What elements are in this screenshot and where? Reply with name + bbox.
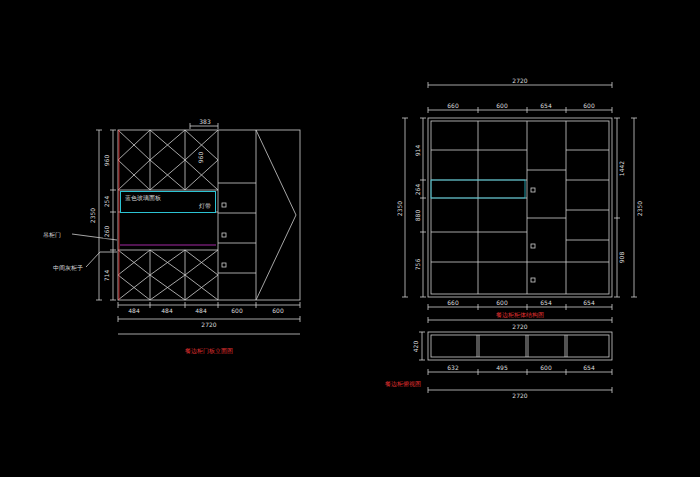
dimension-text: 654 [539, 102, 552, 109]
dimension-text: 484 [194, 307, 207, 314]
dimension-text: 2350 [397, 199, 404, 216]
dimension-text: 2350 [637, 199, 644, 216]
dimension-text: 2350 [90, 206, 97, 223]
dimension-text: 254 [103, 194, 110, 207]
dimension-text: 660 [446, 299, 459, 306]
drawing-caption: 餐边柜俯视图 [384, 380, 422, 387]
dimension-text: 600 [582, 102, 595, 109]
dimension-text: 880 [414, 208, 421, 221]
carcass-elevation [402, 82, 637, 323]
dimension-text: 654 [582, 364, 595, 371]
dimension-text: 654 [539, 299, 552, 306]
dimension-text: 756 [414, 257, 421, 270]
dimension-text: 908 [618, 250, 625, 263]
dimension-text: 260 [103, 224, 110, 237]
dimension-text: 660 [446, 102, 459, 109]
plan-view [419, 332, 612, 393]
door-elevation [72, 123, 300, 334]
panel-note: 蓝色玻璃面板 [125, 194, 211, 202]
dimension-text: 264 [414, 182, 421, 195]
dimension-text: 600 [230, 307, 243, 314]
dimension-text: 吊柜门 [42, 231, 62, 238]
dimension-text: 383 [198, 118, 211, 125]
dimension-text: 960 [197, 150, 204, 163]
dimension-text: 2720 [200, 321, 217, 328]
dimension-text: 714 [103, 268, 110, 281]
dimension-text: 495 [495, 364, 508, 371]
drawing-caption: 餐边柜柜体结构图 [495, 311, 545, 318]
drawing-caption: 餐边柜门板立面图 [184, 347, 234, 354]
dimension-text: 484 [160, 307, 173, 314]
dimension-text: 654 [582, 299, 595, 306]
dimension-text: 中间灰柜子 [52, 264, 84, 271]
panel-note: 灯带 [125, 202, 211, 210]
dimension-text: 960 [103, 153, 110, 166]
dimension-text: 484 [127, 307, 140, 314]
dimension-text: 600 [539, 364, 552, 371]
dimension-text: 2720 [511, 77, 528, 84]
dimension-text: 632 [446, 364, 459, 371]
dimension-text: 600 [495, 102, 508, 109]
dimension-text: 2720 [511, 323, 528, 330]
dimension-text: 600 [495, 299, 508, 306]
dimension-text: 420 [412, 339, 419, 352]
dimension-text: 600 [271, 307, 284, 314]
dimension-text: 1442 [619, 159, 626, 176]
dimension-text: 914 [414, 143, 421, 156]
glass-panel: 蓝色玻璃面板灯带 [120, 191, 216, 213]
dimension-text: 2720 [511, 392, 528, 399]
